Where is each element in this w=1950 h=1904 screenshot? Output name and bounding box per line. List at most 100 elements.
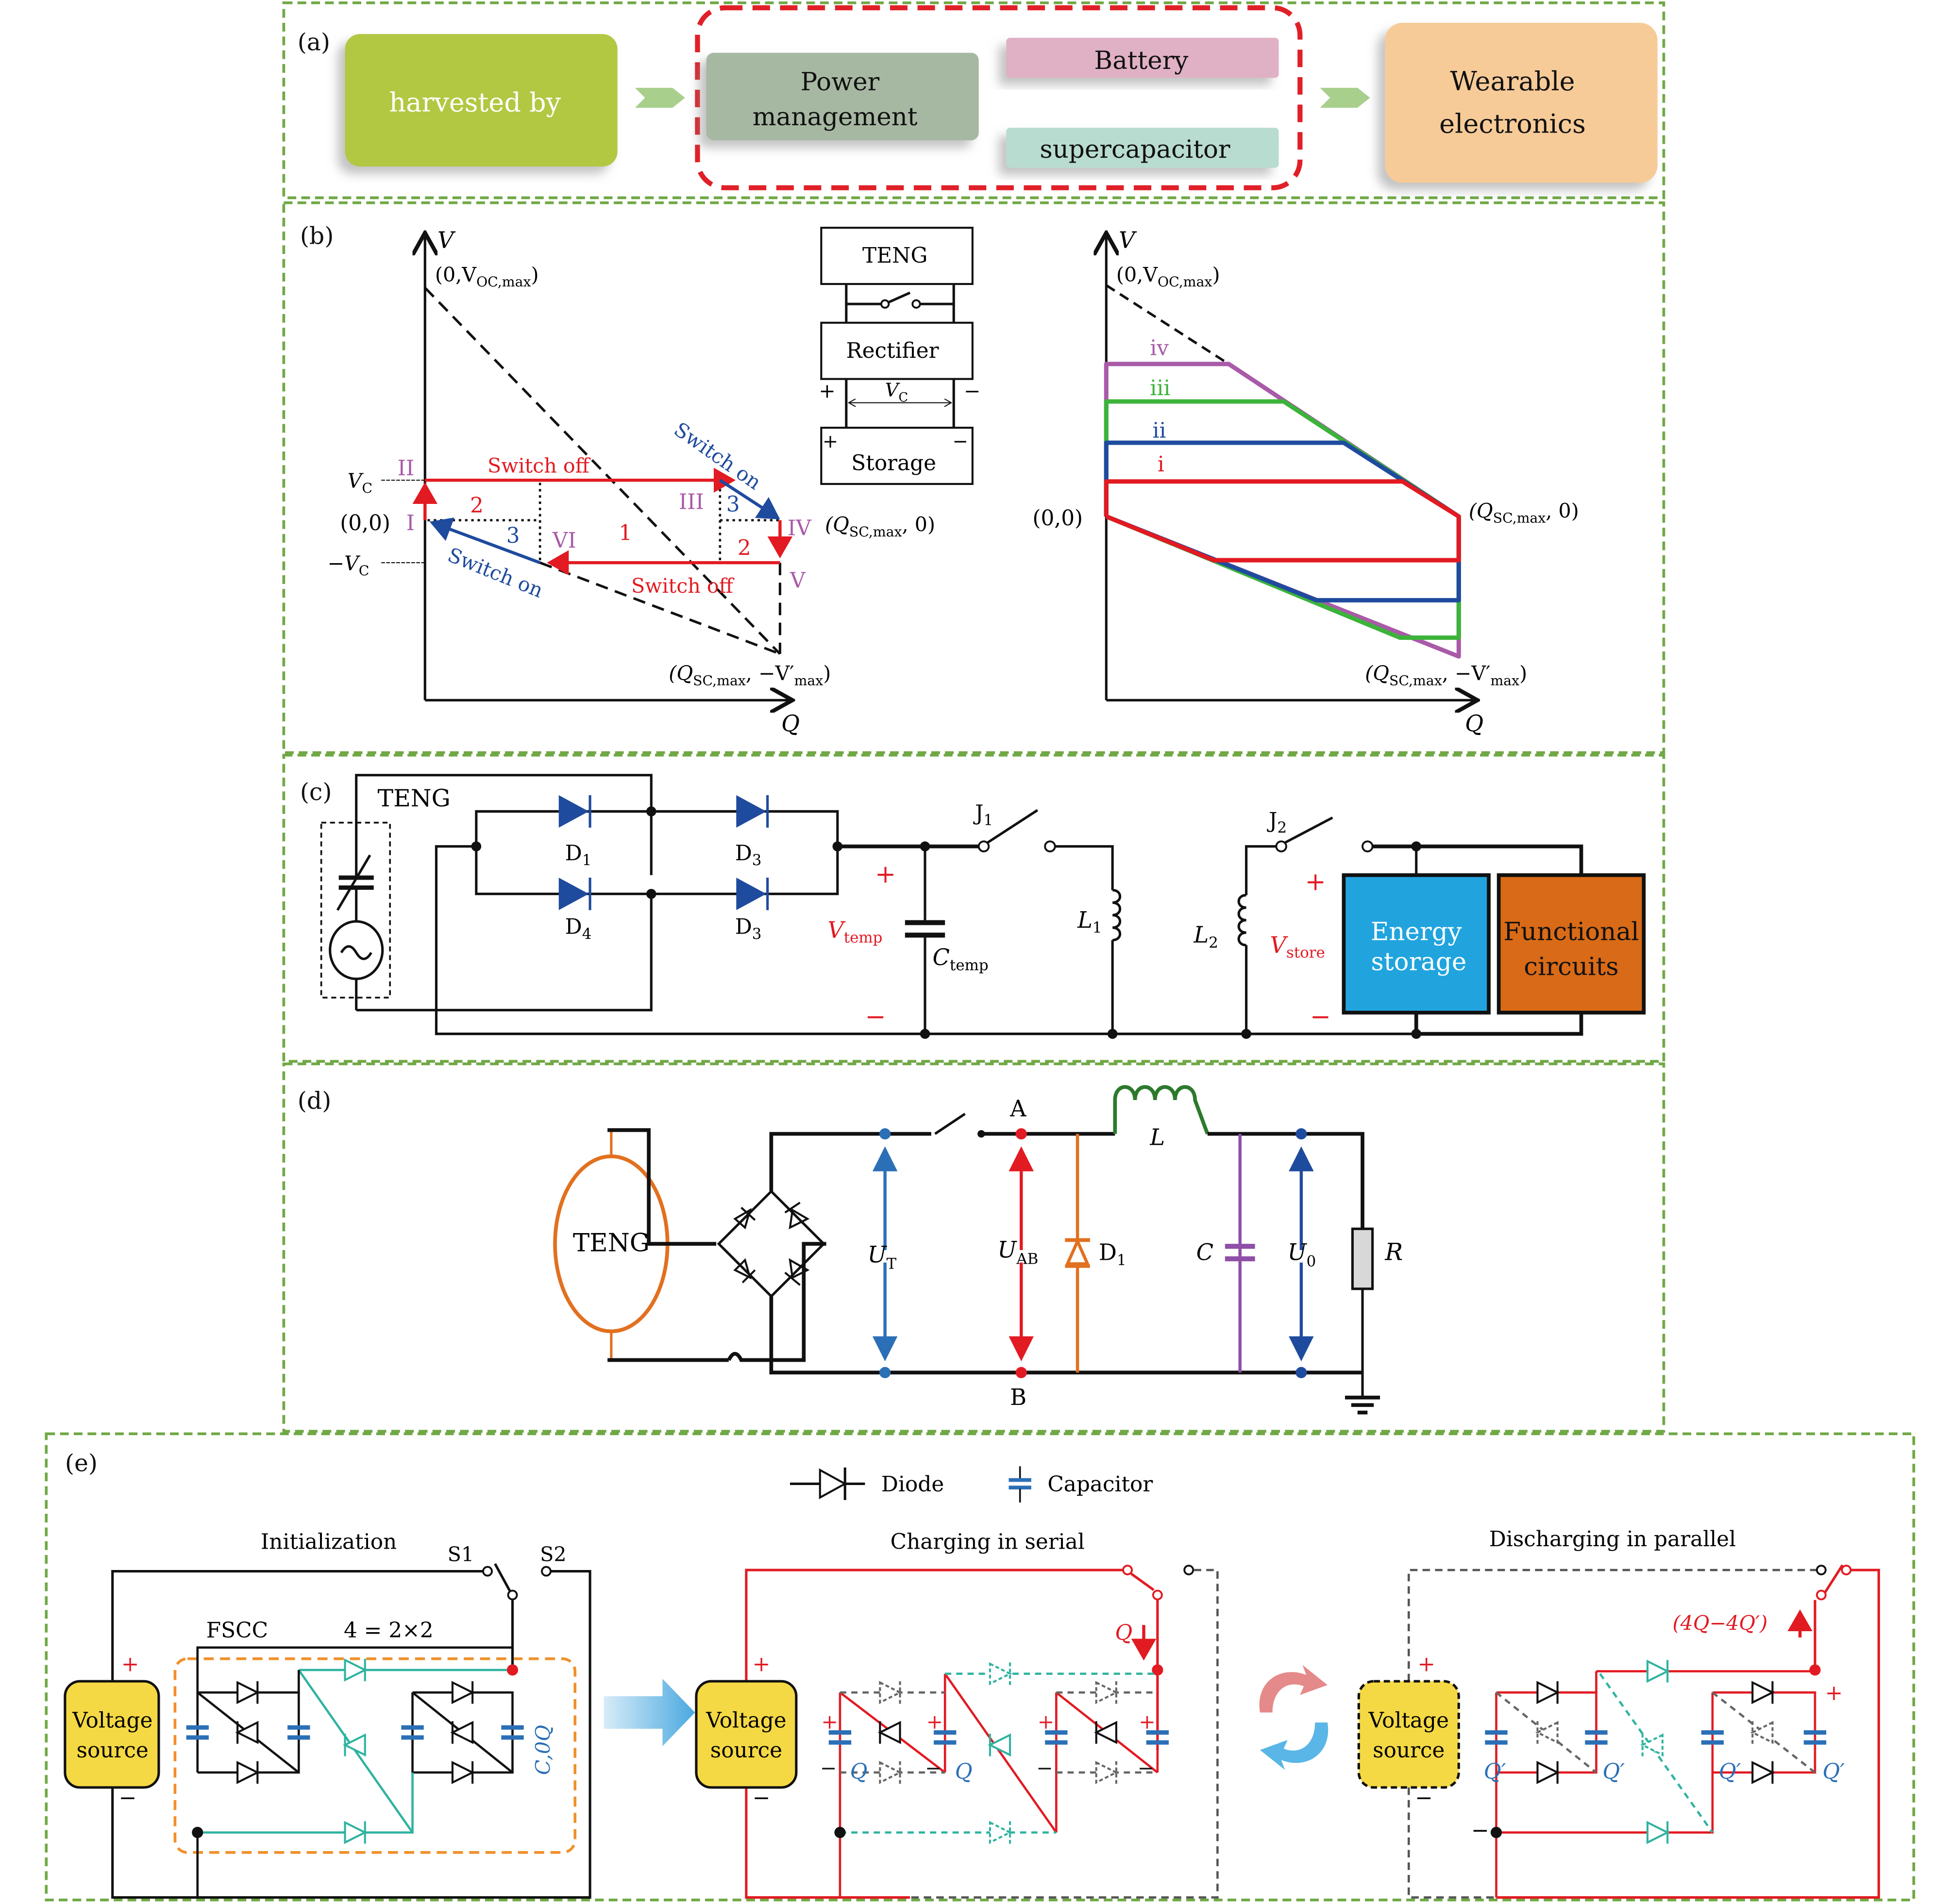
inductor-l2-icon — [1237, 894, 1246, 947]
qsc-label: (QSC,max, 0) — [1469, 499, 1579, 526]
l2-label: L2 — [1194, 922, 1218, 952]
switch-off-bottom: Switch off — [631, 574, 735, 598]
power-management-line2: management — [753, 102, 918, 132]
diode-icon — [451, 1761, 475, 1784]
wire — [1599, 1673, 1714, 1833]
curve-label-iii: iii — [1150, 376, 1170, 401]
plus-sign: + — [1417, 1652, 1435, 1677]
cap-q-prime-label: Q′ — [1719, 1759, 1741, 1784]
voltage-source-block — [64, 1680, 160, 1789]
point-ii: II — [398, 456, 415, 481]
switch-icon[interactable] — [1130, 1572, 1155, 1591]
diode-icon — [344, 1820, 368, 1844]
switch-icon[interactable] — [1824, 1564, 1844, 1593]
inductor-label: L — [1149, 1124, 1165, 1151]
diode-shape — [235, 1720, 259, 1744]
diode-icon — [1751, 1761, 1775, 1784]
diode-icon — [1750, 1720, 1774, 1744]
supercapacitor-box — [1006, 128, 1279, 168]
diode-shape — [1536, 1761, 1560, 1784]
region-2-left: 2 — [470, 493, 484, 518]
plus-sign: + — [823, 431, 838, 452]
vstore-label: Vstore — [1270, 932, 1325, 961]
diode-icon — [450, 1720, 474, 1744]
diode-icon — [1646, 1659, 1670, 1683]
diode-d4 — [558, 877, 589, 910]
functional-circuits-block — [1496, 873, 1646, 1015]
charging-circuit: Charging in serial Q Voltage source + − … — [695, 1529, 1219, 1899]
vtemp-label: Vtemp — [827, 917, 882, 946]
wire — [944, 1673, 1058, 1833]
uab-label: UAB — [997, 1236, 1038, 1268]
v-axis-label: V — [1119, 227, 1137, 253]
vtemp-minus: − — [865, 1002, 886, 1032]
vstore-minus: − — [1310, 1002, 1331, 1032]
diode-shape — [1751, 1761, 1775, 1784]
diode-shape — [879, 1681, 903, 1704]
switch-terminal — [880, 299, 890, 309]
voltage-source-line1: Voltage — [1368, 1708, 1449, 1733]
d1-label: D1 — [1099, 1239, 1126, 1269]
diode-icon — [1536, 1681, 1560, 1704]
resistor-label: R — [1384, 1238, 1403, 1266]
plus-sign: + — [1139, 1710, 1155, 1734]
switch-off-top: Switch off — [488, 454, 591, 478]
switch-terminal — [911, 299, 921, 309]
v-axis-label: V — [437, 227, 456, 253]
discharging-circuit: Discharging in parallel (4Q−4Q′) Voltage… — [1357, 1527, 1880, 1899]
wearable-electronics-box — [1385, 22, 1658, 183]
vmax-label: (QSC,max, −V′max) — [669, 662, 831, 688]
j2-label: J2 — [1267, 808, 1287, 836]
load-line — [1105, 284, 1229, 365]
plus-sign: + — [821, 1710, 838, 1734]
minus-sign: − — [753, 1786, 771, 1810]
diode-shape — [1646, 1659, 1670, 1683]
d3-top-label: D3 — [735, 841, 762, 869]
point-iv: IV — [788, 516, 812, 540]
curve-iv — [1104, 362, 1461, 659]
panel-a: (a) harvested by Power management Batter… — [282, 1, 1665, 200]
diode-shape — [1646, 1820, 1670, 1844]
diode-shape — [344, 1820, 368, 1844]
panel-e: (e) Diode Capacitor Initialization S1 S2 — [45, 1432, 1916, 1902]
plus-sign: + — [926, 1710, 943, 1734]
panel-a-frame — [282, 1, 1665, 200]
source-box-text: harvested by — [389, 87, 561, 118]
panel-d-frame — [282, 1062, 1665, 1433]
diode-icon — [235, 1720, 259, 1744]
switch-j1-icon[interactable] — [987, 809, 1039, 844]
teng-block-text: TENG — [862, 243, 927, 268]
vc-block-label: VC — [885, 380, 908, 405]
diode-icon — [1646, 1820, 1670, 1844]
switch-j2-icon[interactable] — [1284, 816, 1333, 844]
panel-e-label: (e) — [65, 1450, 98, 1477]
cq-label: C,0Q — [532, 1725, 555, 1775]
plus-sign: + — [1825, 1681, 1843, 1705]
neg-vc-label: −VC — [327, 552, 369, 579]
switch-on-bottom: Switch on — [444, 543, 546, 602]
plus-sign: + — [121, 1652, 139, 1677]
switch-j1-terminal — [977, 840, 990, 852]
diode-icon — [1640, 1733, 1664, 1757]
diode-shape — [1095, 1761, 1119, 1784]
storage-block-text: Storage — [851, 451, 936, 476]
voltage-source-line2: source — [1373, 1738, 1445, 1763]
switch-icon[interactable] — [934, 1113, 966, 1135]
diode-shape — [1095, 1681, 1119, 1704]
plus-sign: + — [819, 379, 836, 402]
point-iii: III — [679, 489, 704, 514]
ac-source-icon — [329, 920, 384, 980]
d4-label: D4 — [565, 915, 592, 943]
diode-icon — [879, 1761, 903, 1784]
minus-sign: − — [953, 431, 968, 452]
battery-box — [1006, 37, 1279, 78]
voltage-source-line2: source — [710, 1738, 782, 1763]
diode-shape — [1535, 1720, 1559, 1744]
storage-group-highlight — [695, 5, 1303, 190]
switch-icon[interactable] — [494, 1563, 511, 1592]
legend: Diode Capacitor — [790, 1466, 1153, 1503]
inductor-l-icon — [1113, 1085, 1210, 1135]
cap-q-prime-label: Q′ — [1822, 1759, 1845, 1784]
origin-label: (0,0) — [340, 511, 390, 535]
formula-label: 4 = 2×2 — [344, 1618, 434, 1643]
